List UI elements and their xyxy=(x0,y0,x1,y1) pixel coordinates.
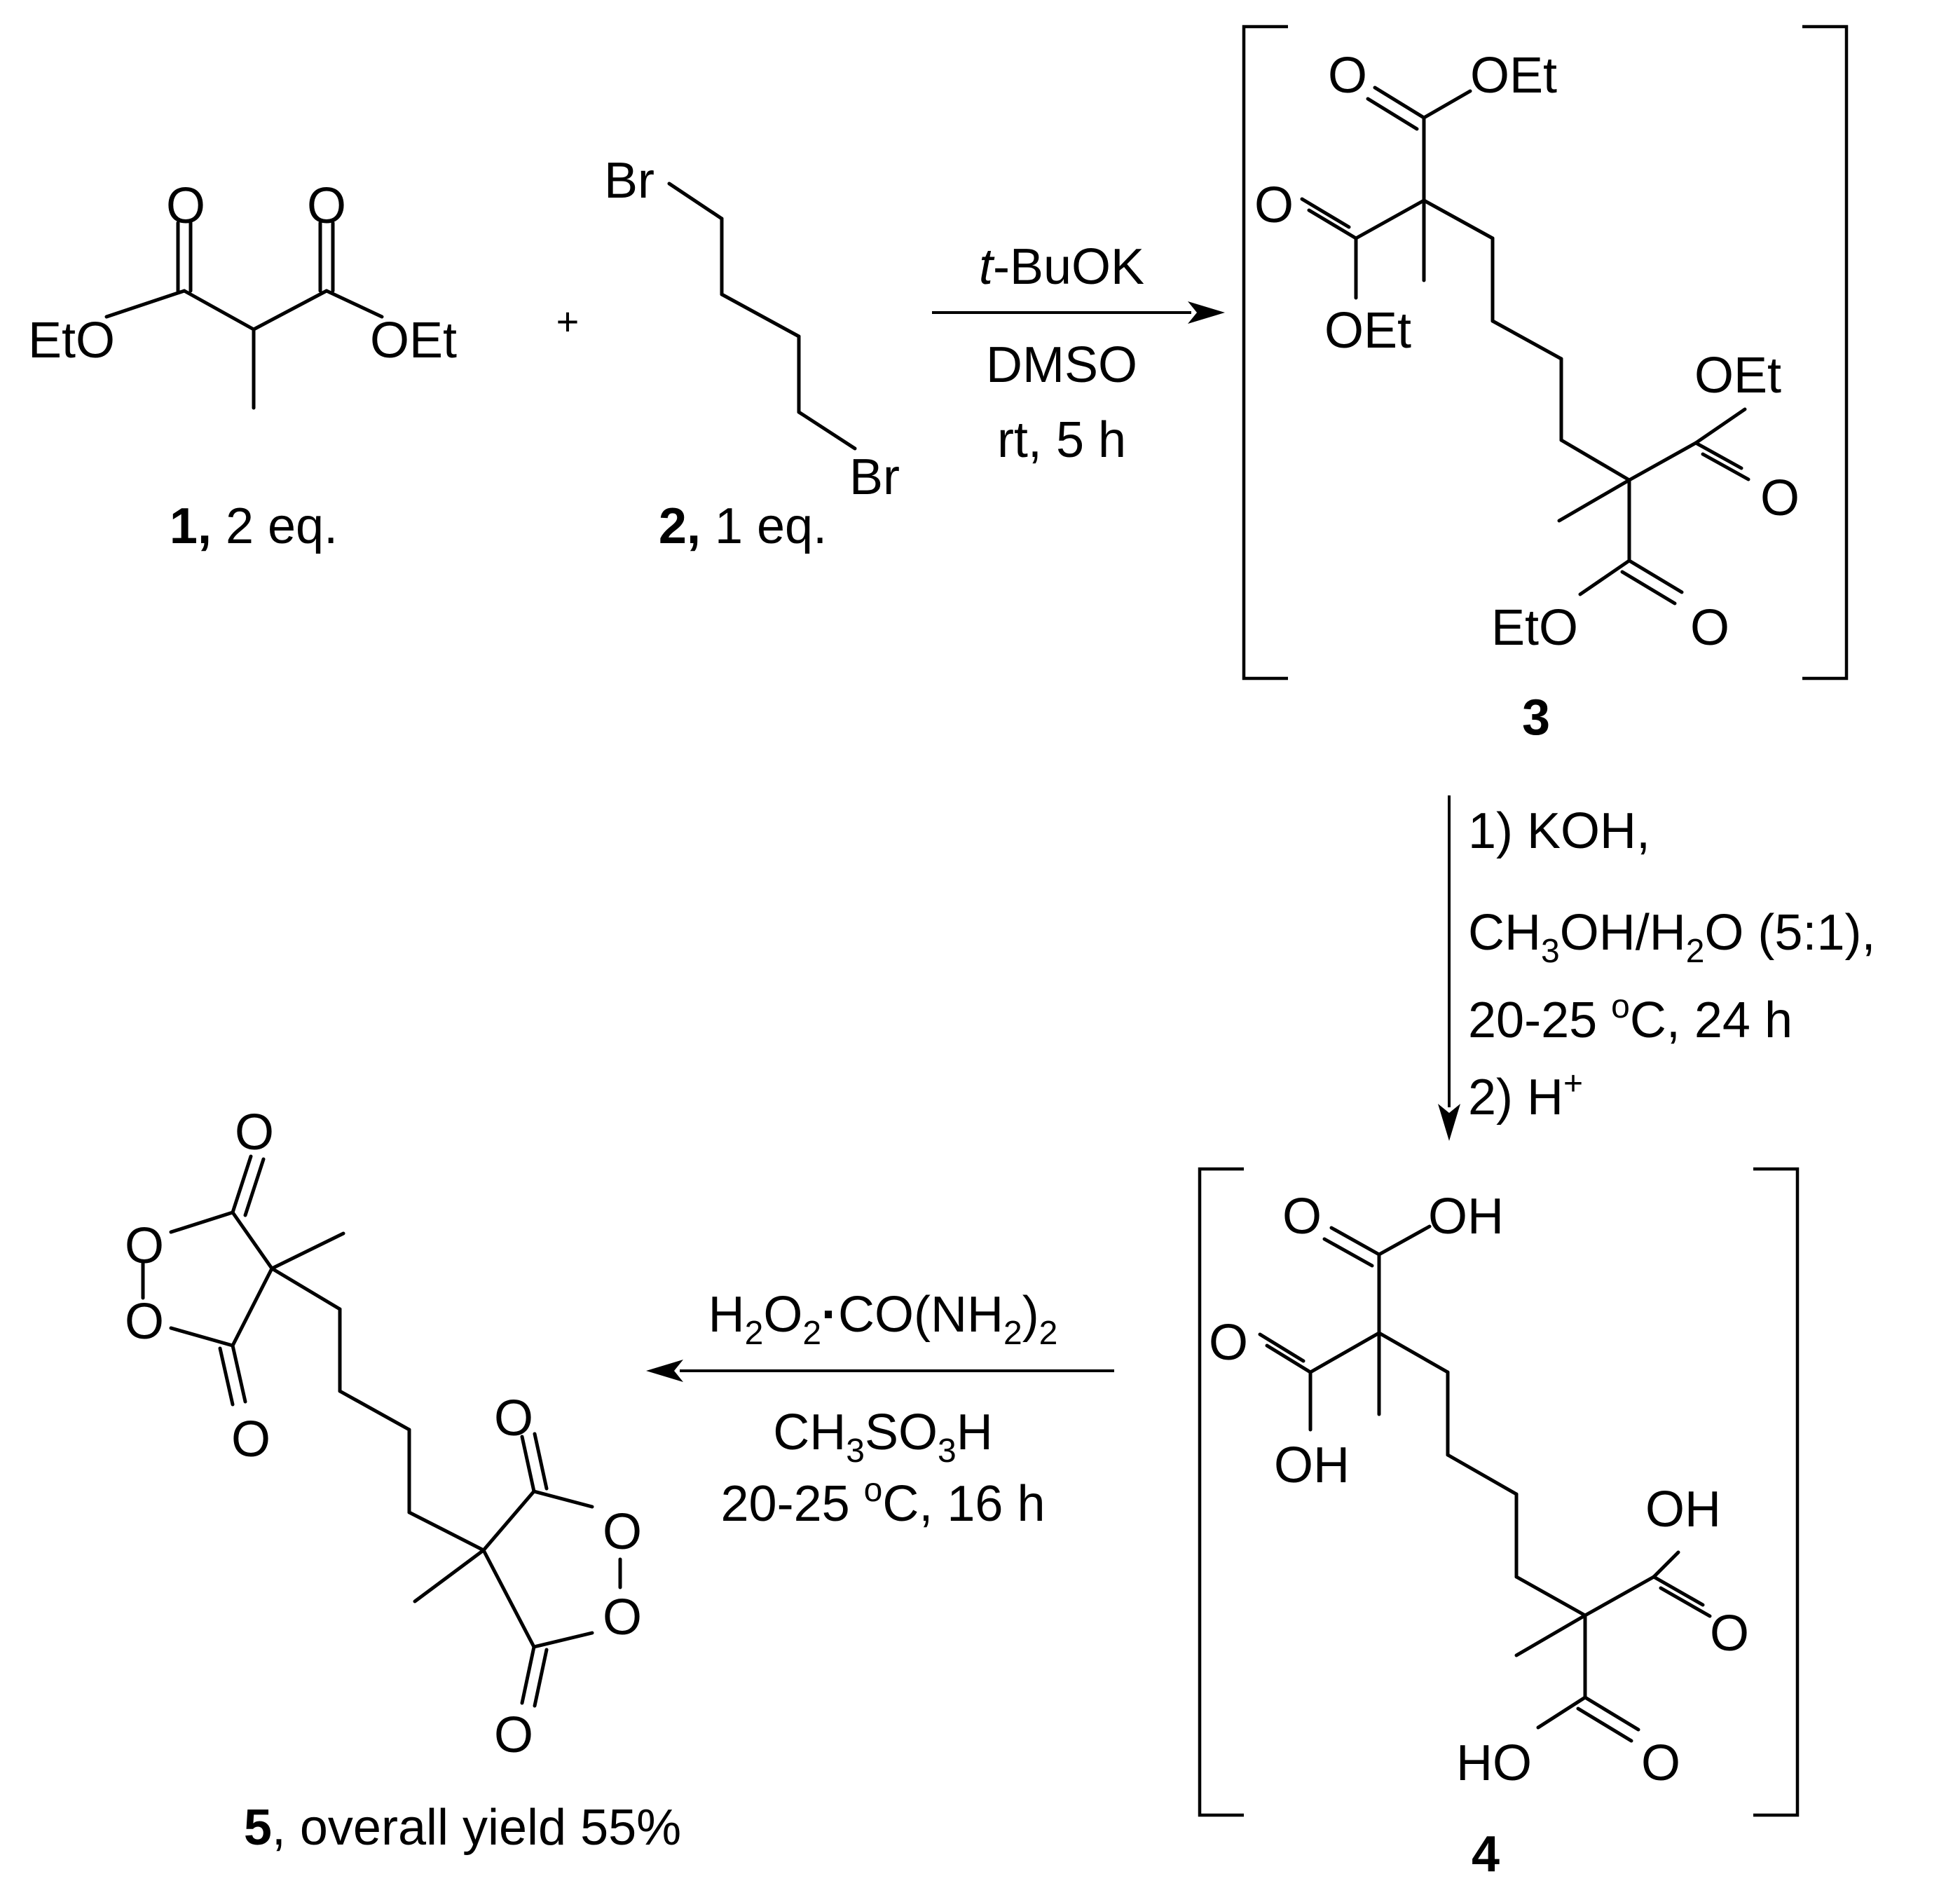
atom-EtO-label: EtO xyxy=(28,313,115,369)
step-3-arrow xyxy=(646,1360,1114,1382)
atom-O-label: O xyxy=(1209,1315,1248,1371)
atom-O-label: O xyxy=(603,1504,642,1560)
step-2-line-4: 2) H+ xyxy=(1468,1065,1583,1126)
atom-OH-label: OH xyxy=(1274,1437,1350,1493)
step-2-arrow xyxy=(1438,795,1460,1141)
atom-OEt-label: OEt xyxy=(1324,303,1411,359)
step-1-arrow xyxy=(932,301,1225,324)
atom-O-label: O xyxy=(1282,1189,1322,1245)
plus-sign: + xyxy=(556,299,580,343)
atom-OH-label: OH xyxy=(1428,1189,1504,1245)
compound-4-bracket xyxy=(1198,1167,1800,1817)
atom-O-label: O xyxy=(125,1218,164,1274)
compound-5-label: 5, overall yield 55% xyxy=(244,1800,681,1856)
compound-1-label: 1, 2 eq. xyxy=(170,498,338,554)
compound-4-structure: O OH O OH OH O HO O xyxy=(1209,1189,1749,1791)
compound-5-structure: O O O O O O O O xyxy=(125,1104,642,1763)
atom-OEt-label: OEt xyxy=(370,313,457,369)
compound-1-structure: O O EtO OEt xyxy=(28,178,457,410)
atom-O-label: O xyxy=(1328,48,1367,104)
atom-O-label: O xyxy=(1254,177,1294,233)
step-3-reagent-2: CH3SO3H xyxy=(773,1404,992,1470)
step-1-solvent: DMSO xyxy=(986,337,1137,393)
atom-O-label: O xyxy=(603,1589,642,1646)
compound-2-label: 2, 1 eq. xyxy=(659,498,827,554)
atom-O-label: O xyxy=(235,1104,274,1161)
step-1-base: t-BuOK xyxy=(979,239,1144,295)
step-2-line-3: 20-25 oC, 24 h xyxy=(1468,988,1793,1048)
atom-O-label: O xyxy=(1690,600,1729,656)
step-3-conditions: 20-25 oC, 16 h xyxy=(721,1472,1046,1532)
step-1-conditions: rt, 5 h xyxy=(997,412,1126,468)
compound-3-structure: O OEt O OEt OEt O EtO O xyxy=(1254,48,1800,656)
atom-OEt-label: OEt xyxy=(1694,348,1781,404)
step-2-line-1: 1) KOH, xyxy=(1468,803,1650,859)
step-3-reagent-1: H2O2·CO(NH2)2 xyxy=(708,1287,1058,1352)
atom-HO-label: HO xyxy=(1456,1735,1532,1791)
atom-O-label: O xyxy=(494,1390,533,1446)
atom-Br-label: Br xyxy=(849,449,900,505)
atom-O-label: O xyxy=(1760,470,1800,526)
compound-4-label: 4 xyxy=(1472,1826,1500,1881)
compound-3-bracket xyxy=(1242,25,1849,680)
atom-EtO-label: EtO xyxy=(1491,600,1578,656)
atom-O-label: O xyxy=(231,1411,270,1468)
compound-3-label: 3 xyxy=(1522,690,1550,746)
step-2-line-2: CH3OH/H2O (5:1), xyxy=(1468,905,1875,970)
compound-2-structure: Br Br xyxy=(604,153,900,505)
atom-O-label: O xyxy=(166,178,205,234)
atom-O-label: O xyxy=(494,1707,533,1763)
atom-O-label: O xyxy=(125,1294,164,1350)
atom-Br-label: Br xyxy=(604,153,655,209)
atom-O-label: O xyxy=(1641,1735,1680,1791)
atom-O-label: O xyxy=(307,178,346,234)
atom-OEt-label: OEt xyxy=(1470,48,1557,104)
atom-O-label: O xyxy=(1710,1606,1749,1662)
atom-OH-label: OH xyxy=(1645,1482,1721,1538)
